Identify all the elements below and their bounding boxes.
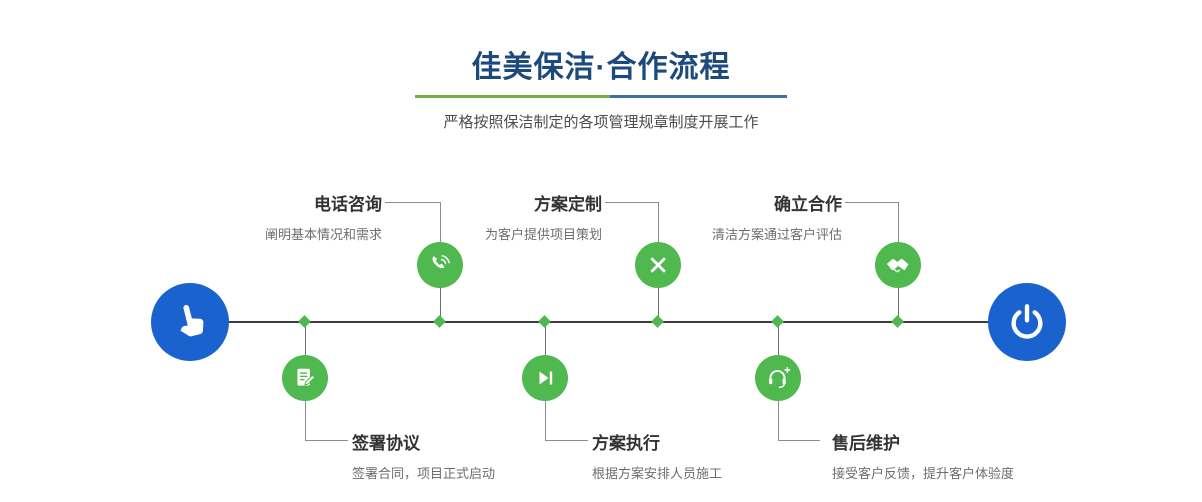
phone-icon [427, 252, 453, 278]
connector-line [778, 440, 820, 441]
step-title: 签署协议 [352, 434, 420, 453]
step-desc: 根据方案安排人员施工 [592, 466, 723, 481]
connector-line [778, 322, 779, 355]
connector-line [385, 202, 440, 203]
connector-line [545, 401, 546, 440]
step-circle-cooperation [875, 242, 921, 288]
step-title: 售后维护 [832, 434, 900, 453]
step-title: 方案定制 [534, 195, 602, 214]
step-title: 电话咨询 [314, 195, 382, 214]
handshake-icon [884, 251, 912, 279]
connector-line [440, 202, 441, 242]
timeline-node-diamond [651, 315, 664, 328]
connector-line [545, 322, 546, 355]
page-subtitle: 严格按照保洁制定的各项管理规章制度开展工作 [443, 114, 759, 131]
step-title: 确立合作 [774, 195, 842, 214]
connector-line [778, 401, 779, 440]
step-label-design: 方案定制 为客户提供项目策划 [485, 190, 602, 243]
step-label-contract: 签署协议 签署合同，项目正式启动 [352, 429, 495, 482]
step-title: 方案执行 [592, 434, 660, 453]
timeline-line [190, 321, 1027, 323]
step-circle-contract [282, 355, 328, 401]
process-end-circle [988, 283, 1066, 361]
pointer-hand-icon [166, 298, 214, 346]
timeline-node-diamond [771, 315, 784, 328]
step-desc: 阐明基本情况和需求 [264, 227, 382, 242]
timeline-node-diamond [433, 315, 446, 328]
divider-blue-segment [609, 95, 787, 98]
connector-line [845, 202, 898, 203]
timeline-node-diamond [891, 315, 904, 328]
step-desc: 为客户提供项目策划 [484, 227, 602, 242]
connector-line [305, 440, 348, 441]
step-circle-support [755, 355, 801, 401]
step-label-support: 售后维护 接受客户反馈，提升客户体验度 [832, 429, 1014, 482]
step-desc: 清洁方案通过客户评估 [711, 227, 842, 242]
title-divider [415, 95, 787, 98]
play-icon [533, 366, 557, 390]
step-circle-phone [417, 242, 463, 288]
step-circle-execution [522, 355, 568, 401]
timeline-node-diamond [538, 315, 551, 328]
step-label-cooperation: 确立合作 清洁方案通过客户评估 [712, 190, 842, 243]
step-label-phone: 电话咨询 阐明基本情况和需求 [265, 190, 382, 243]
power-icon [1007, 302, 1047, 342]
step-label-execution: 方案执行 根据方案安排人员施工 [592, 429, 722, 482]
connector-line [305, 322, 306, 355]
step-desc: 接受客户反馈，提升客户体验度 [832, 466, 1015, 481]
connector-line [658, 288, 659, 322]
connector-line [898, 202, 899, 242]
design-icon [645, 252, 671, 278]
page-title: 佳美保洁·合作流程 [471, 51, 731, 84]
connector-line [305, 401, 306, 440]
step-desc: 签署合同，项目正式启动 [352, 466, 496, 481]
step-circle-design [635, 242, 681, 288]
connector-line [658, 202, 659, 242]
connector-line [440, 288, 441, 322]
divider-green-segment [415, 95, 610, 98]
contract-icon [292, 365, 318, 391]
headset-icon [765, 365, 791, 391]
connector-line [898, 288, 899, 322]
process-start-circle [151, 283, 229, 361]
timeline-node-diamond [298, 315, 311, 328]
connector-line [545, 440, 588, 441]
connector-line [605, 202, 658, 203]
